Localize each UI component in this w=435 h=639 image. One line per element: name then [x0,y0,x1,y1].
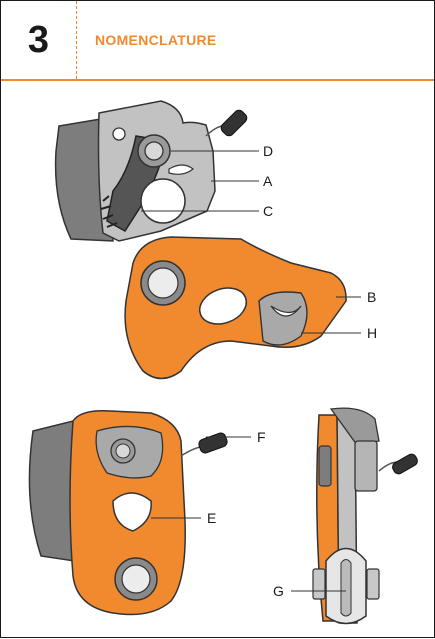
pull-tab-top [220,109,248,137]
safety-catch-h [258,291,308,346]
safety-catch-slot [270,305,302,317]
section-number: 3 [1,1,77,79]
label-e: E [207,510,216,526]
side-view-handle [318,445,332,487]
pull-tab-side [392,453,418,475]
rope-channel-top [140,178,186,224]
plate-hole-small [112,127,126,141]
pulley-axle-right [366,568,380,600]
label-f: F [257,429,266,445]
bottom-device-closed [28,409,228,616]
side-view-top-cap [329,407,380,446]
label-c: C [263,203,273,219]
rivet-b-inner [147,267,179,299]
section-header: 3 NOMENCLATURE [1,1,434,81]
leader-lines-top [141,150,361,334]
section-title: NOMENCLATURE [95,32,217,48]
axle-d-inner [144,141,164,161]
bottom-device-side-view [312,407,418,625]
pulley-axle-left [312,568,326,600]
label-g: G [273,583,284,599]
plate-slot [168,164,194,175]
label-b: B [367,289,376,305]
label-h: H [367,325,377,341]
pulley-groove [340,559,352,617]
cam-teeth [100,195,118,228]
rope-hole-e [112,492,152,532]
top-device-open [54,100,347,380]
rivet-closed-inner [121,564,151,594]
axle-closed-inner [115,443,131,459]
side-view-cam-block [354,440,378,492]
leader-lines-bottom [151,436,346,592]
pull-tab-closed [198,432,228,454]
rope-hole-b [198,287,248,325]
label-a: A [263,173,273,189]
label-d: D [263,143,273,159]
